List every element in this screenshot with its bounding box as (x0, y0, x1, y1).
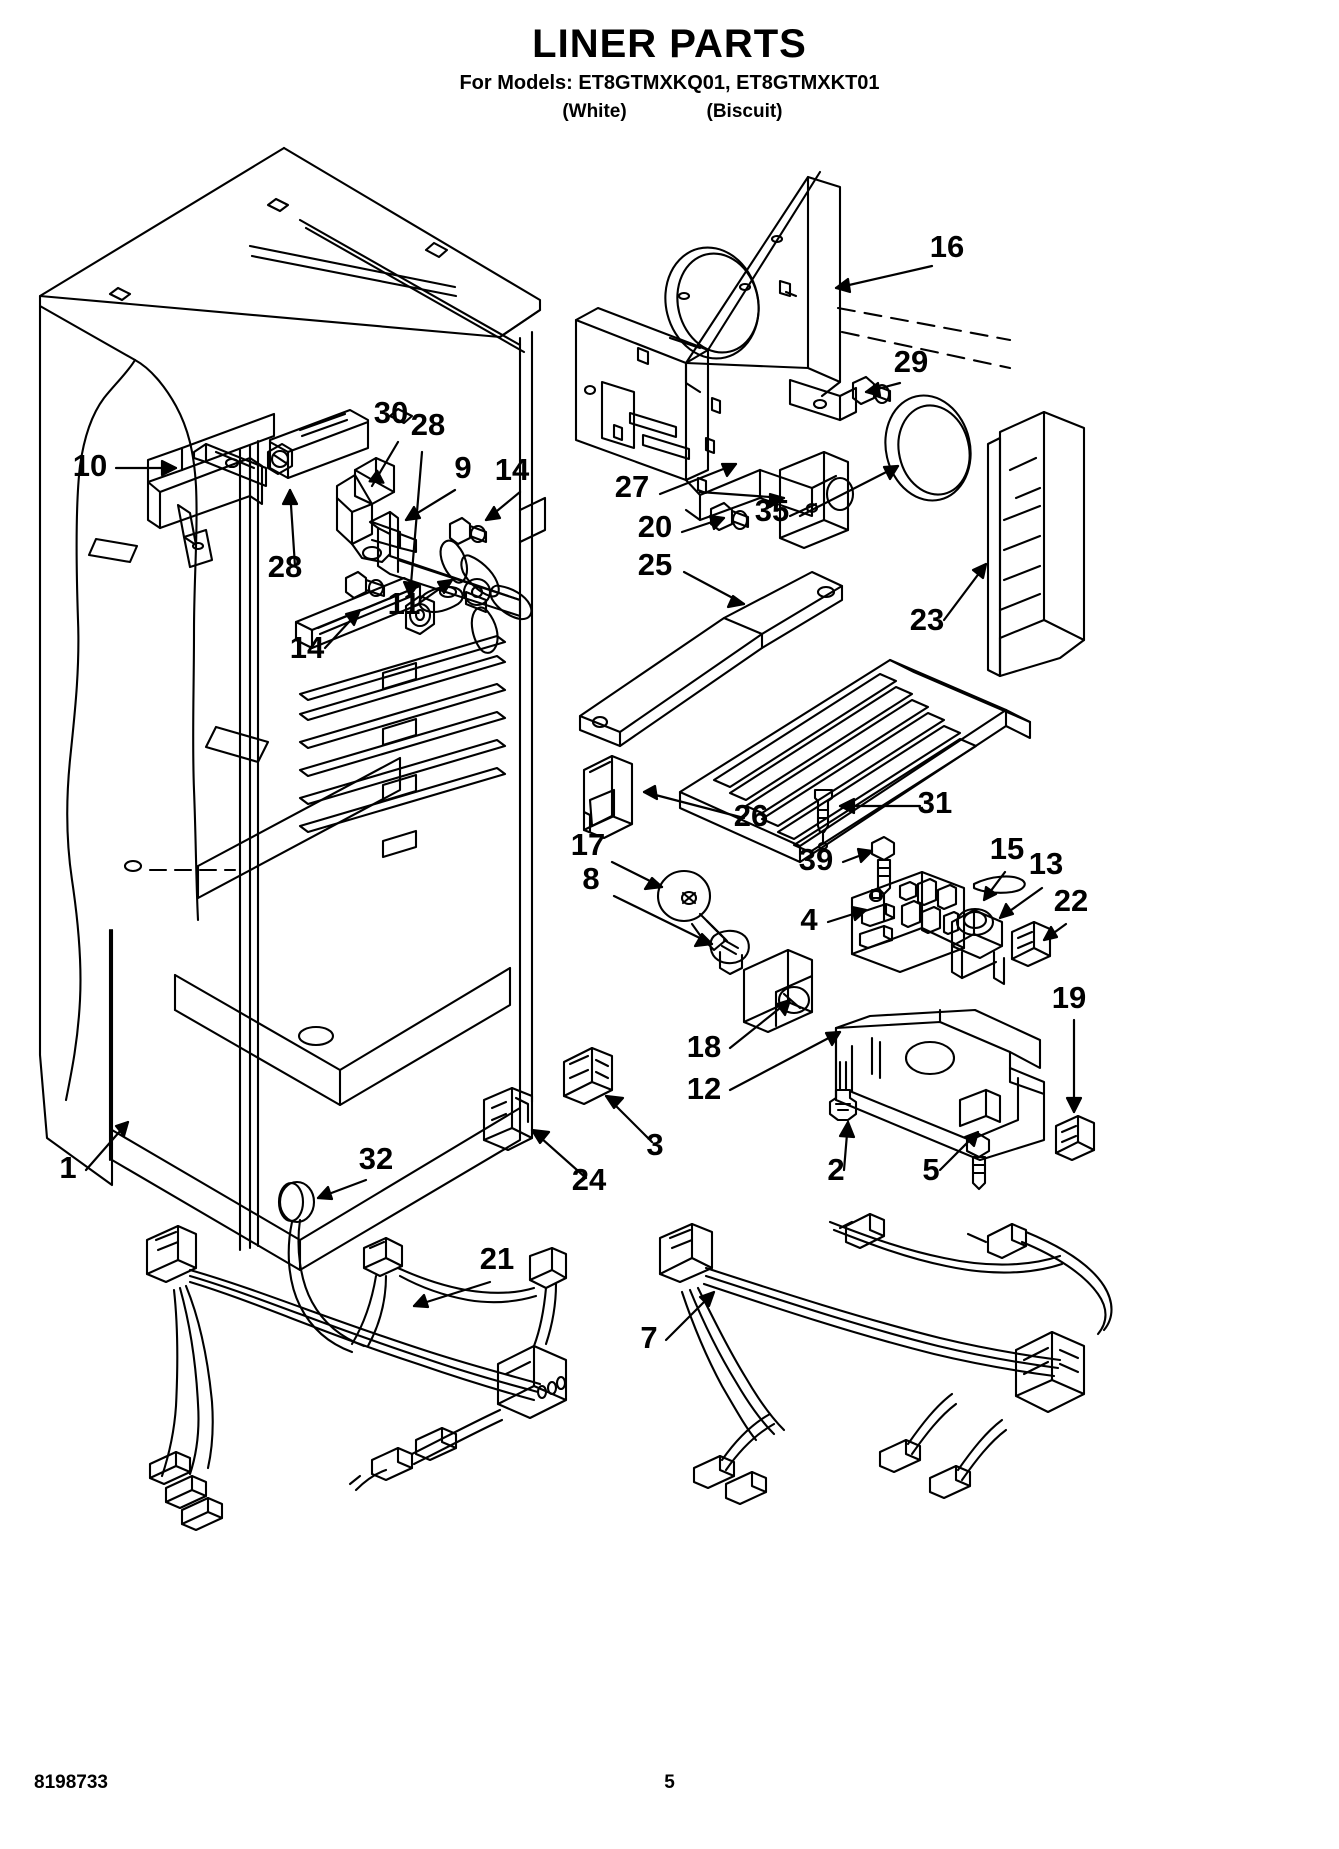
callout-16: 16 (930, 229, 964, 264)
callout-12: 12 (687, 1071, 721, 1106)
part-27-mounting-plate (778, 450, 855, 550)
part-12-base-tray (834, 1008, 1046, 1162)
color-variants-line: (White) (Biscuit) (0, 101, 1339, 123)
callout-23: 23 (910, 602, 944, 637)
callout-19: 19 (1052, 980, 1086, 1015)
callout-35: 35 (755, 493, 789, 528)
callout-9: 9 (454, 450, 471, 485)
callout-2: 2 (827, 1152, 844, 1187)
callout-26: 26 (734, 798, 768, 833)
callout-18: 18 (687, 1029, 721, 1064)
callout-24: 24 (572, 1162, 607, 1197)
callout-21: 21 (480, 1241, 514, 1276)
part-4-control-board (850, 870, 966, 974)
document-number: 8198733 (34, 1772, 108, 1793)
callout-4: 4 (800, 902, 818, 937)
callout-8: 8 (582, 861, 599, 896)
callout-3: 3 (646, 1127, 663, 1162)
callout-7: 7 (640, 1320, 657, 1355)
cabinet-liner-shell (38, 146, 547, 1272)
part-3-connector (562, 1046, 614, 1106)
callout-leaders (84, 264, 1083, 1342)
part-8-socket-seal (709, 929, 750, 976)
part-31-push-pin (813, 788, 834, 851)
callout-25: 25 (638, 547, 672, 582)
callout-10: 10 (73, 448, 107, 483)
callout-15: 15 (990, 831, 1024, 866)
callout-11: 11 (388, 586, 421, 621)
part-19-connector (1054, 1114, 1096, 1162)
part-13-thermostat (950, 907, 1006, 986)
callout-29: 29 (894, 344, 928, 379)
part-28-30-fan-motor-bracket (192, 408, 436, 636)
part-16-rear-panel (574, 170, 1012, 522)
callout-39: 39 (799, 842, 833, 877)
callout-20: 20 (638, 509, 672, 544)
page-title: LINER PARTS (532, 22, 807, 66)
callout-31: 31 (918, 785, 952, 820)
part-18-lamp-housing (742, 948, 814, 1034)
part-10-light-shield-bracket (146, 412, 276, 569)
color-variant-white: (White) (562, 101, 627, 122)
part-11-fan-blade (418, 539, 533, 654)
callout-14-upper: 14 (495, 452, 530, 487)
part-14-screws (344, 516, 488, 600)
callout-1: 1 (59, 1150, 76, 1185)
part-39-hex-screw (870, 835, 896, 922)
callout-22: 22 (1054, 883, 1088, 918)
callout-5: 5 (922, 1152, 939, 1187)
part-5-screw (965, 1132, 991, 1191)
callout-28-upper: 28 (411, 407, 445, 442)
part-2-push-pin (828, 1060, 858, 1122)
part-24-connector (482, 1086, 534, 1152)
callout-32: 32 (359, 1141, 393, 1176)
callout-27: 27 (615, 469, 649, 504)
part-17-light-bulb (656, 869, 729, 952)
callout-17: 17 (571, 827, 605, 862)
part-35-duct-gasket-ring (884, 394, 972, 502)
part-7-wire-harness-right (658, 1212, 1113, 1506)
color-variant-biscuit: (Biscuit) (706, 101, 783, 122)
part-25-grille-shelf (578, 570, 1032, 864)
part-23-rear-cover (986, 410, 1086, 678)
part-21-wire-harness-left (145, 1218, 568, 1532)
callout-28-lower: 28 (268, 549, 302, 584)
part-32-grommet (277, 1180, 316, 1224)
models-line: For Models: ET8GTMXKQ01, ET8GTMXKT01 (459, 72, 880, 94)
page-number: 5 (664, 1772, 675, 1793)
callout-30: 30 (374, 395, 408, 430)
callout-13: 13 (1029, 846, 1063, 881)
part-26-light-switch-housing (582, 754, 634, 840)
callout-labels: 1 2 3 4 5 7 8 9 10 11 12 13 14 14 15 16 … (59, 229, 1088, 1355)
callout-14-lower: 14 (290, 630, 325, 665)
part-22-connector (1010, 920, 1052, 968)
